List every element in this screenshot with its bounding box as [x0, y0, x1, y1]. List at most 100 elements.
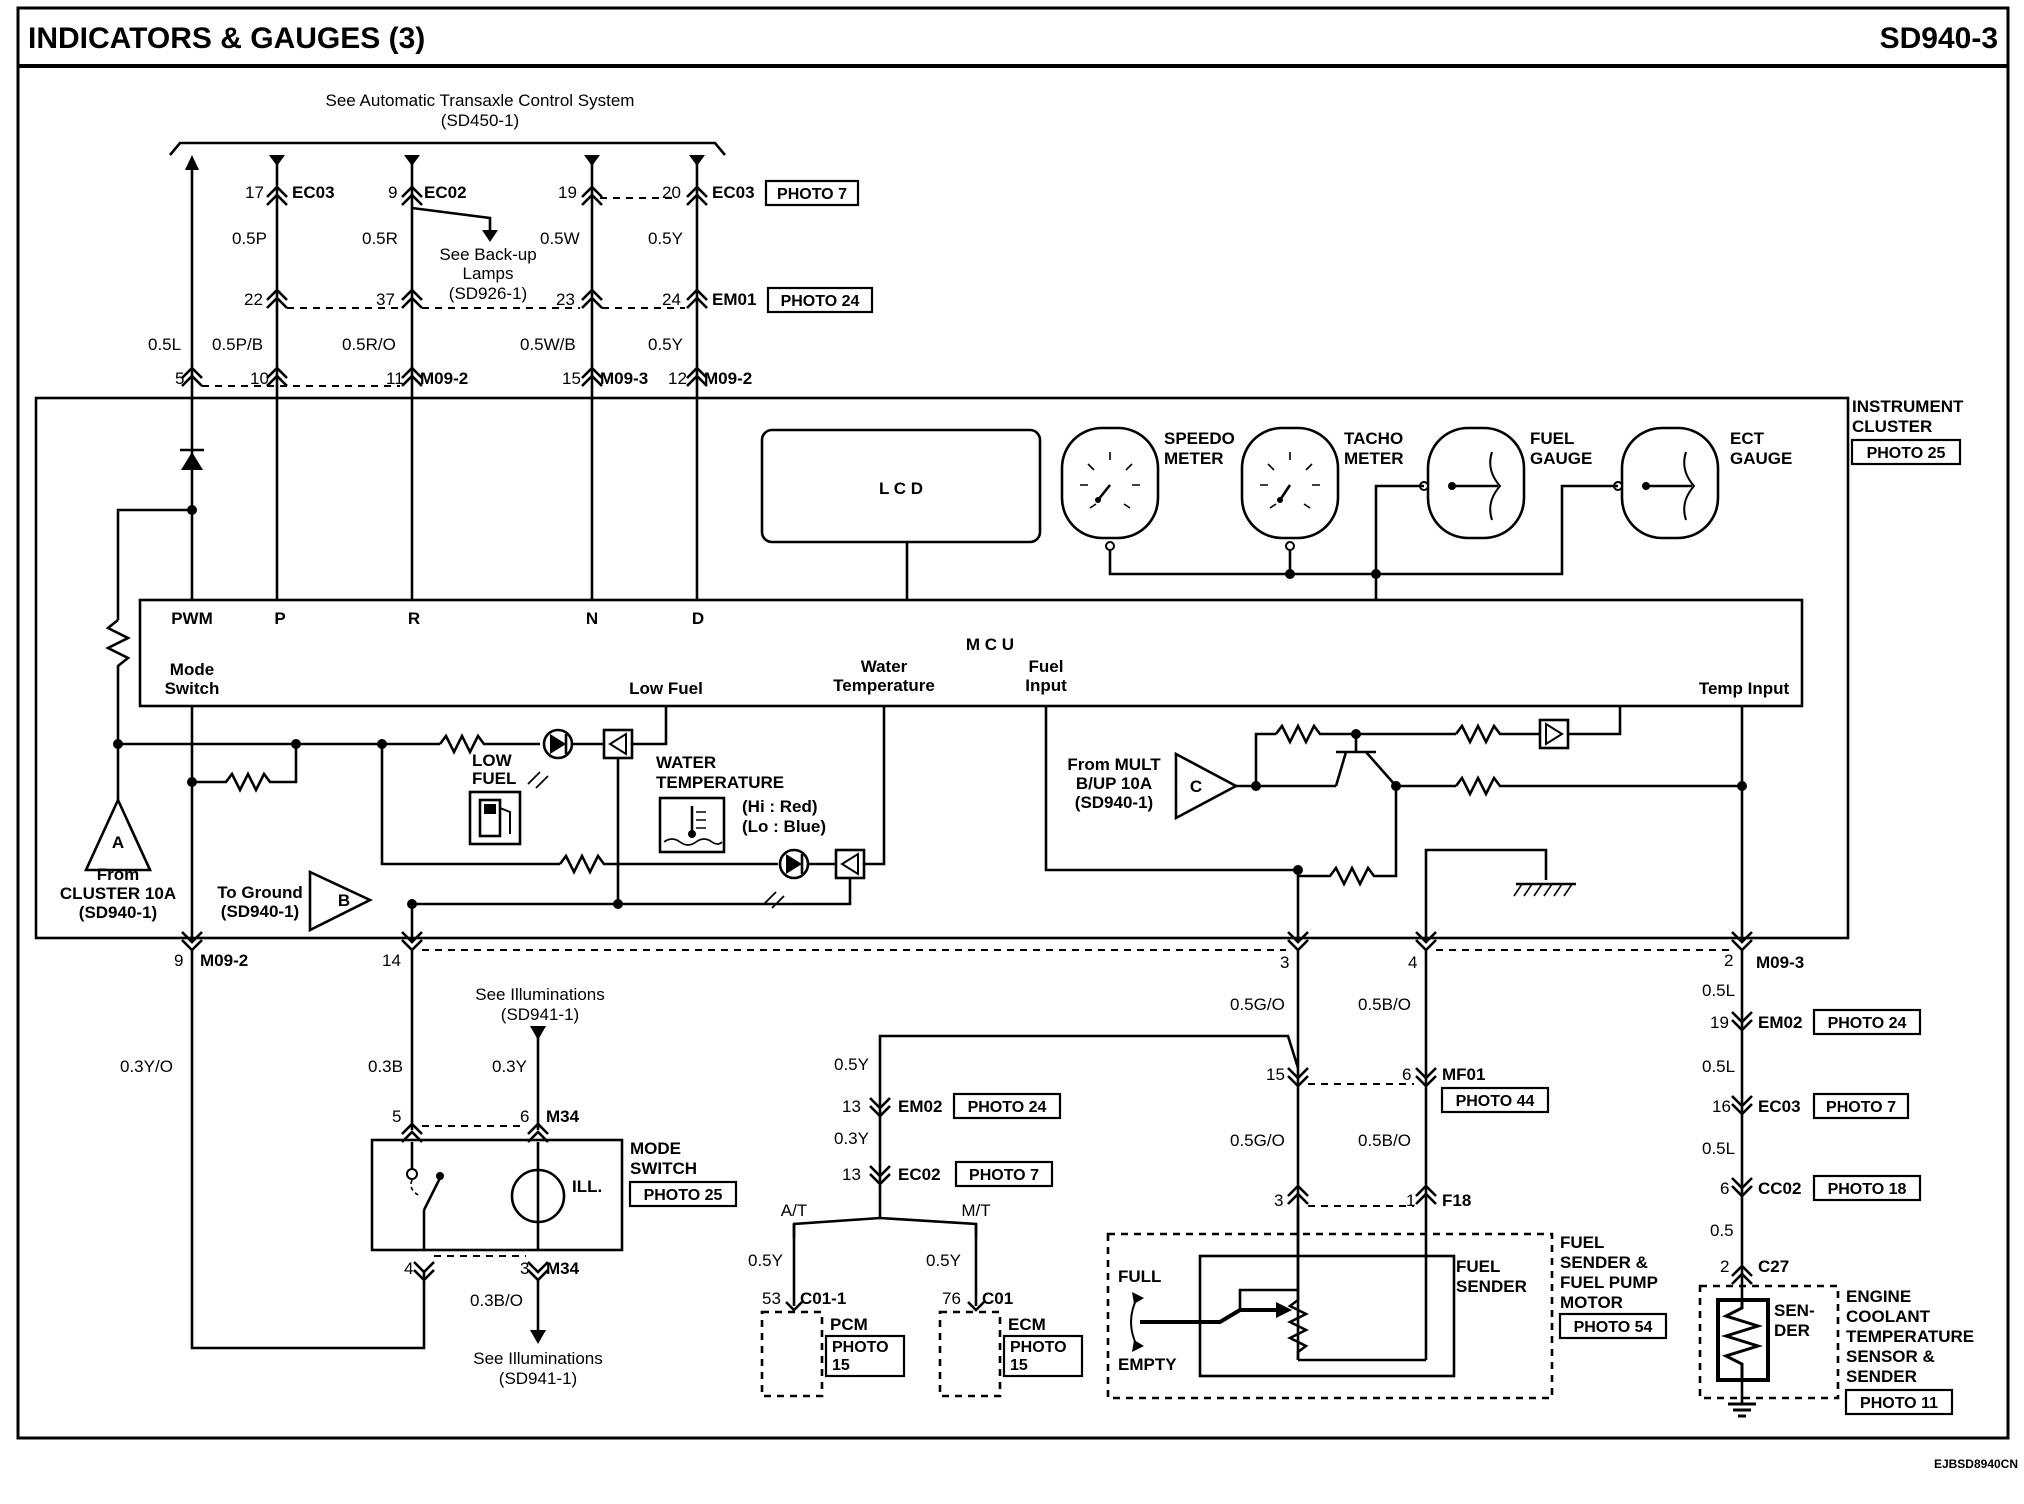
triangle-c-icon [1174, 751, 1239, 821]
see-illum2-2: (SD941-1) [499, 1369, 577, 1388]
pin-5-top: 5 [175, 369, 184, 388]
ect-title-3: TEMPERATURE [1846, 1327, 1974, 1346]
lcd-box [760, 428, 1042, 544]
pin-m6: 6 [520, 1107, 529, 1126]
wire-03yo: 0.3Y/O [120, 1057, 173, 1076]
fuel-sender-outer [1106, 1232, 1554, 1400]
wire-05bo2: 0.5B/O [1358, 1131, 1411, 1150]
wire-05bo: 0.5B/O [1358, 995, 1411, 1014]
wire-05y4: 0.5Y [748, 1251, 783, 1270]
conn-ec02-a: EC02 [424, 183, 467, 202]
top-brace [169, 141, 726, 156]
fuel-sender-inner [1198, 1254, 1456, 1378]
pin-m4: 4 [404, 1259, 413, 1278]
photo-box-24a [766, 286, 874, 314]
fuel-pump-icon [468, 790, 522, 846]
conn-m34-a: M34 [546, 1107, 580, 1126]
wire-water-gnd [410, 878, 852, 940]
photo-11: PHOTO 11 [1860, 1395, 1938, 1412]
wire-05y5: 0.5Y [926, 1251, 961, 1270]
mcu-label: M C U [966, 635, 1014, 654]
wire-water-up [864, 706, 886, 866]
conn-m09-3-b: M09-3 [1756, 953, 1804, 972]
ect-gauge-label-1: ECT [1730, 429, 1765, 448]
mcu-water-temp-2: Temperature [833, 676, 935, 695]
backup-arrow [482, 230, 498, 242]
ect-sender-outer [1698, 1284, 1840, 1400]
pin-r6: 6 [1720, 1179, 1729, 1198]
tacho-meter-icon [1240, 426, 1340, 551]
wire-0-3yo [190, 950, 426, 1350]
tri-c-label: C [1190, 777, 1202, 796]
mcu-d: D [692, 609, 704, 628]
arrow-up-pwm [185, 155, 199, 170]
pin-r2: 2 [1720, 1257, 1729, 1276]
fuel-gauge-label-1: FUEL [1530, 429, 1574, 448]
gauge-wire-b [1290, 484, 1618, 576]
pin-10: 10 [250, 369, 269, 388]
chevrons-row1 [181, 185, 708, 387]
pin-e53: 53 [762, 1289, 781, 1308]
water-temp-buffer-icon [834, 848, 866, 880]
fuel-sender-2: SENDER [1456, 1277, 1527, 1296]
ground-icon [1513, 882, 1576, 897]
sender-label-2: DER [1774, 1321, 1810, 1340]
footer-code: EJBSD8940CN [1934, 1457, 2018, 1471]
from-cluster-2: CLUSTER 10A [60, 884, 176, 903]
conn-ec03-a: EC03 [292, 183, 335, 202]
wire-lowfuel-up [632, 706, 668, 746]
wire-05y2: 0.5Y [648, 335, 683, 354]
conn-m09-3-a: M09-3 [600, 369, 648, 388]
pin-14: 14 [382, 951, 401, 970]
fuel-sender-resistor-icon [1238, 1206, 1426, 1362]
term-p [269, 155, 285, 166]
triangle-a-icon [83, 796, 153, 872]
pin-m3: 3 [520, 1259, 529, 1278]
ect-title-5: SENDER [1846, 1367, 1917, 1386]
ect-sender-resistor-icon [1720, 1300, 1764, 1418]
water-temp-icon [658, 796, 726, 854]
pin-9-bottom: 9 [174, 951, 183, 970]
photo-18: PHOTO 18 [1828, 1181, 1907, 1198]
mode-switch-box [370, 1138, 624, 1252]
see-backup-1: See Back-up [439, 245, 536, 264]
illum-term-bottom [530, 1330, 546, 1344]
sender-label-1: SEN- [1774, 1301, 1815, 1320]
resistor-fuel [1298, 786, 1398, 887]
photo-ecm-1: PHOTO [1010, 1339, 1067, 1356]
water-temp-led-icon [763, 848, 810, 909]
conn-m09-2-b: M09-2 [704, 369, 752, 388]
chevrons-ect [1731, 1011, 1753, 1285]
backup-branch [411, 206, 492, 232]
see-at-text: See Automatic Transaxle Control System [326, 91, 635, 110]
photo-box-24b [1812, 1008, 1922, 1036]
photo-box-7b [1812, 1092, 1910, 1120]
ecm-label: ECM [1008, 1315, 1046, 1334]
mcu-r: R [408, 609, 420, 628]
mcu-p: P [274, 609, 285, 628]
photo-24b: PHOTO 24 [1828, 1015, 1907, 1032]
conn-em02-b: EM02 [1758, 1013, 1802, 1032]
photo-24c: PHOTO 24 [968, 1099, 1047, 1116]
term-n [584, 155, 600, 166]
cluster-label-1: INSTRUMENT [1852, 397, 1964, 416]
wire-05y-branch [878, 950, 1300, 1218]
pin-15-top: 15 [562, 369, 581, 388]
wire-03y2: 0.3Y [834, 1129, 869, 1148]
chevrons-fuel [1287, 1067, 1437, 1205]
low-fuel-ind-1: LOW [472, 751, 513, 770]
mcu-fuel-input-1: Fuel [1029, 657, 1064, 676]
pcm-box [760, 1310, 824, 1398]
to-ground-2: (SD940-1) [221, 902, 299, 921]
pin-37: 37 [376, 290, 395, 309]
wire-fuel-input [1044, 706, 1300, 940]
wire-05l4: 0.5L [1702, 1139, 1735, 1158]
wire-05ro: 0.5R/O [342, 335, 396, 354]
wire-05go: 0.5G/O [1230, 995, 1285, 1014]
pin-12: 12 [668, 369, 687, 388]
photo-25: PHOTO 25 [1867, 445, 1946, 462]
conn-c27: C27 [1758, 1257, 1789, 1276]
see-illum-2: (SD941-1) [501, 1005, 579, 1024]
ect-title-1: ENGINE [1846, 1287, 1911, 1306]
mode-switch-icon [406, 1142, 444, 1250]
